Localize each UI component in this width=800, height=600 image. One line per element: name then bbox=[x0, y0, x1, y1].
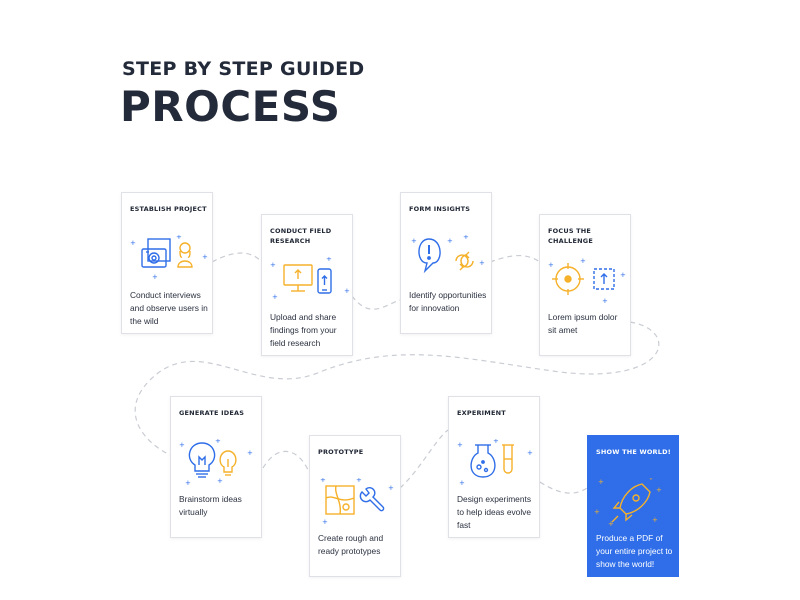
step-illustration: + + + + bbox=[130, 235, 208, 281]
svg-text:+: + bbox=[388, 484, 394, 492]
svg-text:+: + bbox=[459, 479, 465, 487]
speech-bubble-icon bbox=[418, 238, 441, 274]
step-title: SHOW THE WORLD! bbox=[596, 448, 671, 456]
step-description: Brainstorm ideas virtually bbox=[179, 494, 242, 517]
svg-text:+: + bbox=[457, 441, 463, 449]
upload-box-icon bbox=[593, 268, 615, 290]
svg-text:+: + bbox=[176, 235, 182, 241]
svg-text:+: + bbox=[202, 253, 208, 261]
svg-text:+: + bbox=[652, 516, 658, 524]
svg-text:+: + bbox=[594, 508, 600, 516]
svg-text:+: + bbox=[215, 439, 221, 445]
step-description: Conduct interviews and observe users in … bbox=[130, 290, 208, 326]
blueprint-icon bbox=[325, 485, 355, 515]
step-card-establish-project: ESTABLISH PROJECT + + + + Conduct interv… bbox=[121, 192, 213, 334]
svg-text:+: + bbox=[130, 239, 136, 247]
svg-text:+: + bbox=[185, 479, 191, 487]
step-title: FOCUS THE CHALLENGE bbox=[548, 227, 593, 245]
svg-text:+: + bbox=[411, 237, 417, 245]
step-illustration: + + + + bbox=[320, 478, 394, 526]
svg-text:+: + bbox=[447, 237, 453, 245]
step-illustration: + + + + bbox=[270, 257, 350, 301]
rocket-icon bbox=[611, 483, 651, 523]
step-card-focus-the-challenge: FOCUS THE CHALLENGE + + + + Lorem ipsum … bbox=[539, 214, 631, 356]
svg-text:+: + bbox=[598, 478, 604, 486]
svg-text:+: + bbox=[152, 273, 158, 281]
wrench-icon bbox=[359, 486, 385, 512]
svg-text:+: + bbox=[580, 257, 586, 265]
svg-text:+: + bbox=[272, 293, 278, 301]
phone-upload-icon bbox=[317, 268, 332, 294]
step-title: FORM INSIGHTS bbox=[409, 205, 471, 213]
step-title: PROTOTYPE bbox=[318, 448, 364, 456]
svg-text:+: + bbox=[620, 271, 626, 279]
step-title: CONDUCT FIELD RESEARCH bbox=[270, 227, 332, 245]
step-illustration: + + + + bbox=[548, 257, 626, 305]
svg-text:+: + bbox=[179, 441, 185, 449]
svg-text:+: + bbox=[608, 520, 614, 528]
svg-text:+: + bbox=[648, 478, 654, 482]
svg-text:+: + bbox=[479, 259, 485, 267]
svg-text:+: + bbox=[217, 477, 223, 485]
target-icon bbox=[552, 263, 584, 295]
page-subtitle: STEP BY STEP GUIDED bbox=[122, 58, 365, 80]
svg-text:+: + bbox=[320, 478, 326, 484]
page-title: PROCESS bbox=[120, 82, 341, 131]
step-description: Identify opportunities for innovation bbox=[409, 290, 487, 313]
svg-text:+: + bbox=[322, 518, 328, 526]
step-description: Produce a PDF of your entire project to … bbox=[596, 533, 673, 569]
svg-text:+: + bbox=[548, 261, 554, 269]
svg-text:+: + bbox=[656, 486, 662, 494]
person-icon bbox=[177, 242, 193, 268]
refresh-icon bbox=[455, 251, 474, 271]
step-description: Create rough and ready prototypes bbox=[318, 533, 384, 556]
step-card-prototype: PROTOTYPE + + + + Create rough and ready… bbox=[309, 435, 401, 577]
test-tube-icon bbox=[502, 444, 514, 474]
step-illustration: + + + + + bbox=[179, 439, 253, 487]
svg-text:+: + bbox=[602, 297, 608, 305]
svg-text:+: + bbox=[527, 449, 533, 457]
flask-icon bbox=[470, 444, 496, 478]
step-card-form-insights: FORM INSIGHTS + + + + Identify opportuni… bbox=[400, 192, 492, 334]
svg-text:+: + bbox=[344, 287, 350, 295]
step-title: GENERATE IDEAS bbox=[179, 409, 245, 417]
lightbulb-icon bbox=[219, 450, 237, 476]
camera-icon bbox=[141, 238, 171, 268]
step-description: Lorem ipsum dolor sit amet bbox=[548, 312, 618, 335]
step-card-show-the-world: SHOW THE WORLD! + + + + + + Produce a PD… bbox=[587, 435, 679, 577]
step-title: ESTABLISH PROJECT bbox=[130, 205, 207, 213]
step-description: Upload and share findings from your fiel… bbox=[270, 312, 337, 348]
step-card-generate-ideas: GENERATE IDEAS + + + + + Brainstorm idea… bbox=[170, 396, 262, 538]
svg-text:+: + bbox=[270, 261, 276, 269]
svg-text:+: + bbox=[326, 257, 332, 263]
svg-text:+: + bbox=[463, 235, 469, 241]
svg-text:+: + bbox=[247, 449, 253, 457]
step-card-experiment: EXPERIMENT + + + + Design experiments to… bbox=[448, 396, 540, 538]
step-description: Design experiments to help ideas evolve … bbox=[457, 494, 532, 530]
step-illustration: + + + + + + bbox=[594, 478, 662, 528]
monitor-upload-icon bbox=[283, 264, 313, 292]
step-illustration: + + + + bbox=[457, 439, 533, 487]
step-card-conduct-field-research: CONDUCT FIELD RESEARCH + + + + Upload an… bbox=[261, 214, 353, 356]
step-title: EXPERIMENT bbox=[457, 409, 506, 417]
step-illustration: + + + + bbox=[411, 235, 485, 274]
svg-text:+: + bbox=[356, 478, 362, 484]
svg-text:+: + bbox=[493, 439, 499, 445]
lightbulb-icon bbox=[188, 442, 216, 478]
